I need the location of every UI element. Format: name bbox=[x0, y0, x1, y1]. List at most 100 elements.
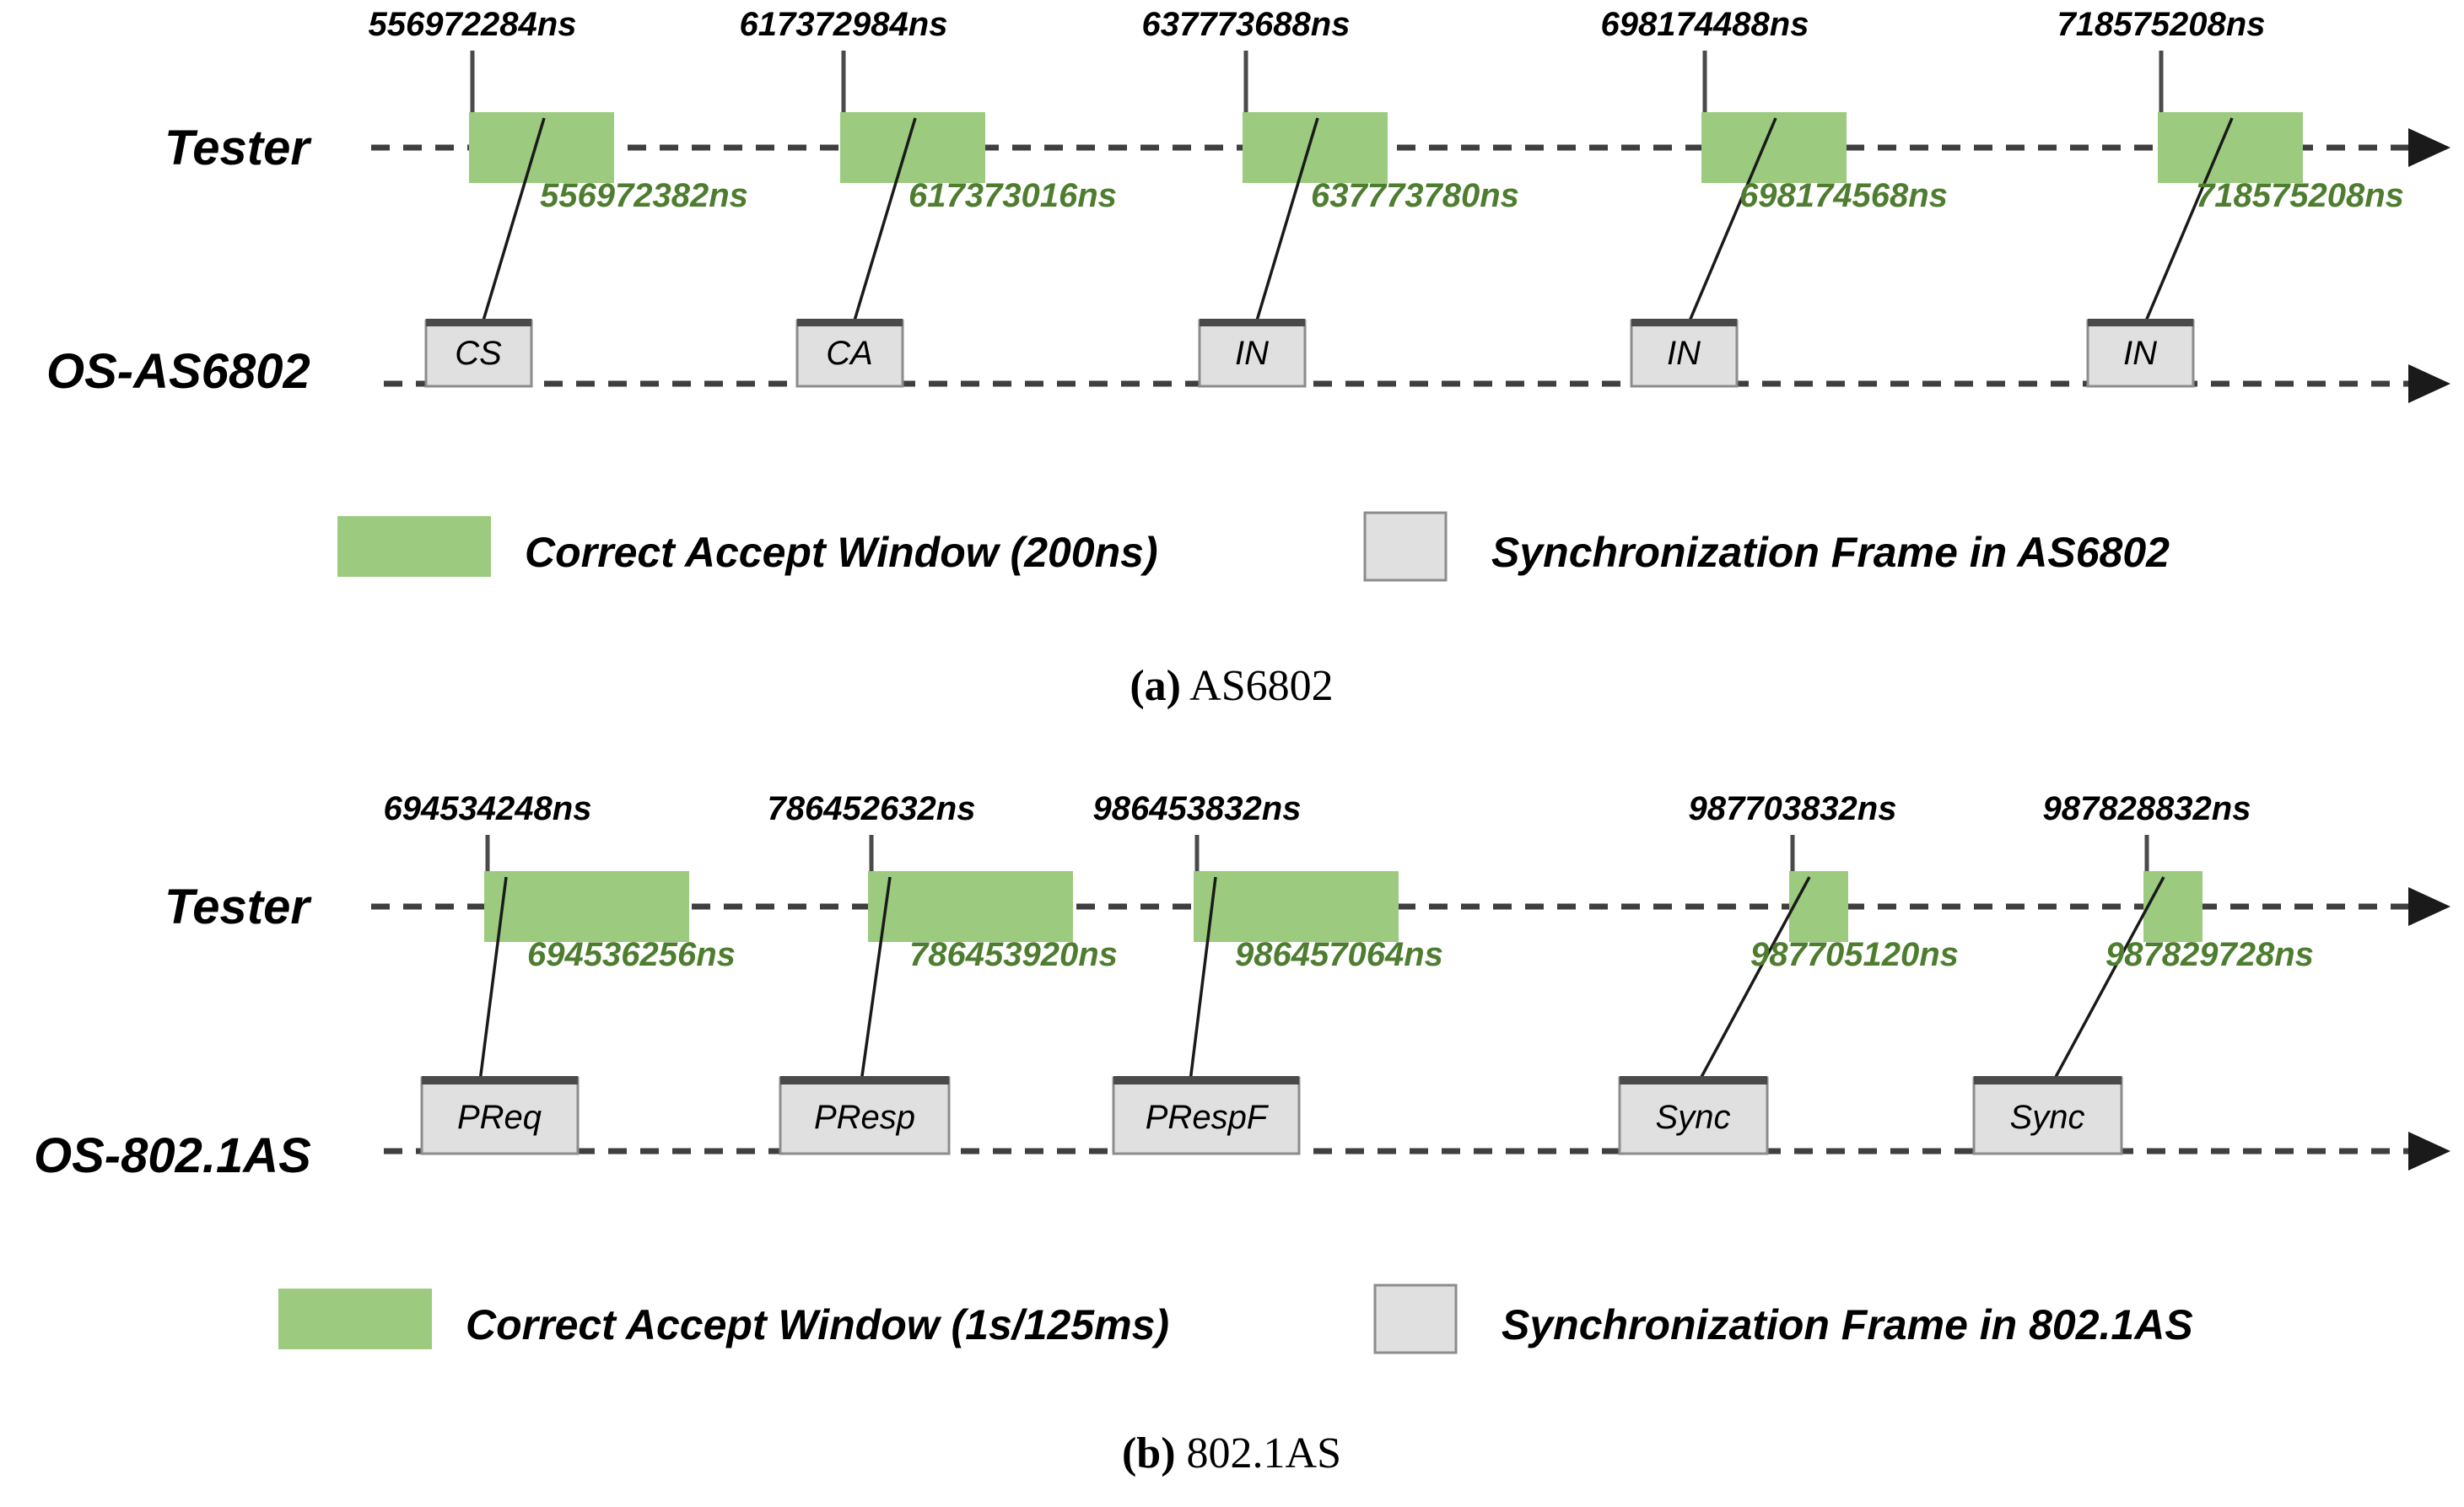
panel-b-legend-grey-label: Synchronization Frame in 802.1AS bbox=[1502, 1301, 2193, 1348]
panel-a-actual-time-2: 617373016ns bbox=[908, 177, 1117, 214]
panel-a-leader-3 bbox=[1253, 117, 1319, 330]
panel-a-event-1: 556972284ns 556972382ns CS bbox=[369, 6, 748, 388]
panel-b-frame-box-top-3 bbox=[1113, 1076, 1299, 1085]
panel-a-frame-label-4: IN bbox=[1667, 335, 1701, 372]
panel-a-legend: Correct Accept Window (200ns) Synchroniz… bbox=[337, 511, 2170, 582]
panel-a-actual-time-5: 718575208ns bbox=[2196, 177, 2404, 214]
panel-b-accept-window-1 bbox=[484, 871, 689, 942]
panel-a-actual-time-4: 698174568ns bbox=[1739, 177, 1948, 214]
panel-a-frame-label-5: IN bbox=[2123, 335, 2157, 372]
panel-b-tester-label: Tester bbox=[164, 880, 312, 934]
panel-b-leader-1 bbox=[477, 876, 508, 1089]
panel-a-expected-time-5: 718575208ns bbox=[2057, 6, 2266, 43]
panel-b-device-label: OS-802.1AS bbox=[34, 1128, 311, 1183]
panel-a-leader-1 bbox=[479, 117, 546, 330]
panel-a-frame-box-1 bbox=[424, 319, 533, 388]
panel-b-expected-time-3: 986453832ns bbox=[1093, 790, 1302, 827]
panel-a-leader-5 bbox=[2141, 117, 2234, 330]
svg-text:(a) AS6802: (a) AS6802 bbox=[1130, 662, 1333, 710]
panel-b-accept-window-2 bbox=[868, 871, 1073, 942]
panel-b-frame-box-4 bbox=[1618, 1076, 1769, 1155]
panel-b-frame-label-4: Sync bbox=[1656, 1099, 1731, 1136]
panel-a-legend-green-label: Correct Accept Window (200ns) bbox=[525, 529, 1158, 576]
panel-a-leader-2 bbox=[850, 117, 917, 330]
panel-a-frame-box-3 bbox=[1198, 319, 1307, 388]
panel-a-actual-time-3: 637773780ns bbox=[1311, 177, 1519, 214]
panel-b-frame-box-3 bbox=[1112, 1076, 1301, 1155]
panel-a-expected-time-1: 556972284ns bbox=[369, 6, 577, 43]
panel-b-accept-window-5 bbox=[2143, 871, 2203, 942]
panel-a-tester-arrowhead bbox=[2408, 128, 2451, 167]
panel-a-caption-prefix: (a) bbox=[1130, 662, 1181, 710]
panel-a-frame-box-top-3 bbox=[1200, 319, 1305, 326]
panel-b-frame-label-2: PResp bbox=[814, 1099, 915, 1136]
panel-b-legend-green-label: Correct Accept Window (1s/125ms) bbox=[466, 1301, 1169, 1348]
panel-a-frame-label-1: CS bbox=[455, 335, 502, 372]
panel-a-tester-label: Tester bbox=[164, 121, 312, 175]
panel-a-frame-label-2: CA bbox=[826, 335, 873, 372]
panel-a-frame-box-top-5 bbox=[2088, 319, 2193, 326]
panel-a-event-3: 637773688ns 637773780ns IN bbox=[1142, 6, 1519, 388]
panel-a-frame-label-3: IN bbox=[1235, 335, 1269, 372]
panel-b-accept-window-4 bbox=[1789, 871, 1848, 942]
panel-a-event-2: 617372984ns 617373016ns CA bbox=[740, 6, 1117, 388]
panel-b-frame-label-3: PRespF bbox=[1146, 1099, 1270, 1136]
panel-b-event-4: 987703832ns 987705120ns Sync bbox=[1618, 790, 1959, 1155]
panel-b-event-2: 786452632ns 786453920ns PResp bbox=[768, 790, 1118, 1155]
panel-b-frame-box-top-4 bbox=[1620, 1076, 1767, 1085]
panel-b-legend-grey-swatch bbox=[1373, 1284, 1458, 1354]
panel-a-caption-text: AS6802 bbox=[1189, 662, 1333, 710]
panel-a-frame-box-top-1 bbox=[426, 319, 531, 326]
panel-a-legend-grey-swatch bbox=[1363, 511, 1448, 582]
panel-b-actual-time-1: 694536256ns bbox=[527, 936, 736, 973]
panel-b-accept-window-3 bbox=[1194, 871, 1399, 942]
panel-b-frame-box-top-5 bbox=[1974, 1076, 2122, 1085]
panel-b-tester-arrowhead bbox=[2408, 887, 2451, 926]
panel-b-caption: (b) 802.1AS bbox=[1122, 1429, 1341, 1477]
svg-text:(b) 802.1AS: (b) 802.1AS bbox=[1122, 1429, 1341, 1477]
panel-b-legend-green-swatch bbox=[278, 1289, 432, 1349]
panel-a-caption: (a) AS6802 bbox=[1130, 662, 1333, 710]
panel-b-frame-box-1 bbox=[420, 1076, 580, 1155]
panel-b-leader-4 bbox=[1694, 876, 1811, 1089]
panel-a-leader-4 bbox=[1685, 117, 1777, 330]
panel-a-frame-box-top-4 bbox=[1631, 319, 1737, 326]
panel-a-legend-grey-label: Synchronization Frame in AS6802 bbox=[1491, 529, 2170, 576]
panel-b-frame-label-5: Sync bbox=[2010, 1099, 2085, 1136]
panel-a-device-arrowhead bbox=[2408, 364, 2451, 403]
panel-b-expected-time-1: 694534248ns bbox=[384, 790, 592, 827]
panel-b-event-1: 694534248ns 694536256ns PReq bbox=[384, 790, 736, 1155]
panel-b-event-5: 987828832ns 987829728ns Sync bbox=[1972, 790, 2314, 1155]
panel-a-frame-box-2 bbox=[795, 319, 904, 388]
panel-b-frame-box-top-2 bbox=[780, 1076, 949, 1085]
panel-a: Tester OS-AS6802 556972284ns 556972382ns… bbox=[46, 6, 2451, 710]
panel-b-legend: Correct Accept Window (1s/125ms) Synchro… bbox=[278, 1284, 2193, 1354]
panel-b-actual-time-2: 786453920ns bbox=[909, 936, 1118, 973]
panel-b: Tester OS-802.1AS 694534248ns 694536256n… bbox=[34, 790, 2451, 1477]
panel-a-event-4: 698174488ns 698174568ns IN bbox=[1601, 6, 1948, 388]
panel-a-event-5: 718575208ns 718575208ns IN bbox=[2057, 6, 2404, 388]
panel-b-expected-time-5: 987828832ns bbox=[2043, 790, 2251, 827]
panel-a-legend-green-swatch bbox=[337, 516, 491, 577]
panel-b-event-3: 986453832ns 986457064ns PRespF bbox=[1093, 790, 1443, 1155]
panel-b-frame-box-top-1 bbox=[422, 1076, 578, 1085]
panel-b-device-arrowhead bbox=[2408, 1132, 2451, 1171]
panel-b-leader-3 bbox=[1188, 876, 1217, 1089]
panel-a-actual-time-1: 556972382ns bbox=[540, 177, 748, 214]
panel-a-frame-box-4 bbox=[1630, 319, 1739, 388]
panel-b-caption-prefix: (b) bbox=[1122, 1429, 1176, 1477]
panel-a-device-label: OS-AS6802 bbox=[46, 344, 310, 399]
panel-b-actual-time-5: 987829728ns bbox=[2105, 936, 2314, 973]
panel-b-leader-5 bbox=[2048, 876, 2165, 1089]
panel-a-expected-time-4: 698174488ns bbox=[1601, 6, 1809, 43]
panel-b-expected-time-4: 987703832ns bbox=[1689, 790, 1897, 827]
panel-b-actual-time-4: 987705120ns bbox=[1750, 936, 1959, 973]
panel-b-actual-time-3: 986457064ns bbox=[1235, 936, 1443, 973]
panel-b-frame-label-1: PReq bbox=[457, 1099, 542, 1136]
panel-b-expected-time-2: 786452632ns bbox=[768, 790, 976, 827]
panel-b-leader-2 bbox=[859, 876, 892, 1089]
panel-a-frame-box-top-2 bbox=[797, 319, 903, 326]
panel-b-caption-text: 802.1AS bbox=[1187, 1429, 1341, 1477]
panel-a-expected-time-2: 617372984ns bbox=[740, 6, 948, 43]
